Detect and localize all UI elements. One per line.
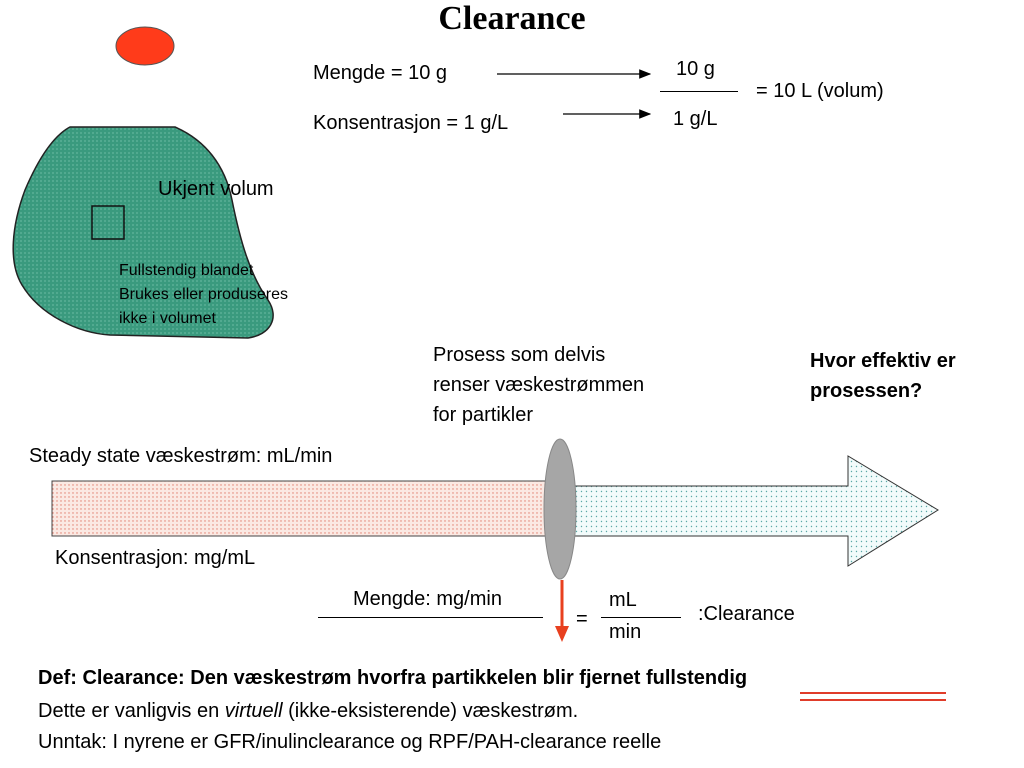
compartment-note: Brukes eller produseres — [119, 286, 288, 303]
definition-line-2-start: Dette er vanligvis en — [38, 700, 225, 722]
volume-numerator: 10 g — [676, 58, 715, 80]
process-description-line: Prosess som delvis — [433, 344, 606, 366]
process-description-line: for partikler — [433, 404, 534, 426]
compartment-notes: Fullstendig blandet Brukes eller produse… — [119, 259, 288, 331]
compartment-blob — [12, 126, 274, 339]
compartment-note: ikke i volumet — [119, 310, 216, 327]
definition-heading: Def: Clearance: Den væskestrøm hvorfra p… — [38, 667, 748, 689]
konsentrasjon-label: Konsentrasjon = 1 g/L — [313, 112, 509, 134]
filter-membrane — [543, 438, 577, 580]
clearance-numerator: mL — [609, 589, 637, 611]
volume-denominator: 1 g/L — [673, 108, 718, 130]
process-description-line: renser væskestrømmen — [433, 374, 645, 396]
equals-sign: = — [576, 608, 588, 630]
clearance-result: :Clearance — [698, 603, 795, 625]
process-question-line: prosessen? — [810, 380, 923, 402]
mengde-label: Mengde = 10 g — [313, 62, 447, 84]
concentration-label: Konsentrasjon: mg/mL — [55, 547, 256, 569]
compartment-note: Fullstendig blandet — [119, 262, 254, 279]
outflow-arrow — [559, 455, 939, 567]
clearance-fraction-line — [601, 617, 681, 618]
clearance-denominator: min — [609, 621, 642, 643]
process-question-line: Hvor effektiv er — [810, 350, 956, 372]
definition-virtual-word: virtuell — [224, 700, 283, 722]
process-question: Hvor effektiv er prosessen? — [810, 346, 956, 406]
amount-label: Mengde: mg/min — [353, 588, 502, 610]
flow-label: Steady state væskestrøm: mL/min — [29, 445, 333, 467]
volume-result: = 10 L (volum) — [756, 80, 884, 102]
sample-square — [91, 205, 125, 240]
definition-line-2: Dette er vanligvis en virtuell (ikke-eks… — [38, 700, 578, 723]
amount-underline — [318, 617, 543, 618]
definition-line-3: Unntak: I nyrene er GFR/inulinclearance … — [38, 731, 662, 753]
process-description: Prosess som delvis renser væskestrømmen … — [433, 340, 644, 430]
page-title: Clearance — [438, 0, 586, 37]
removal-arrowhead-icon — [555, 626, 569, 642]
compartment-label: Ukjent volum — [158, 178, 274, 200]
definition-line-2-end: (ikke-eksisterende) væskestrøm. — [282, 700, 579, 722]
volume-fraction-line — [660, 91, 738, 92]
red-drop-icon — [115, 26, 175, 66]
inflow-bar — [51, 480, 558, 537]
